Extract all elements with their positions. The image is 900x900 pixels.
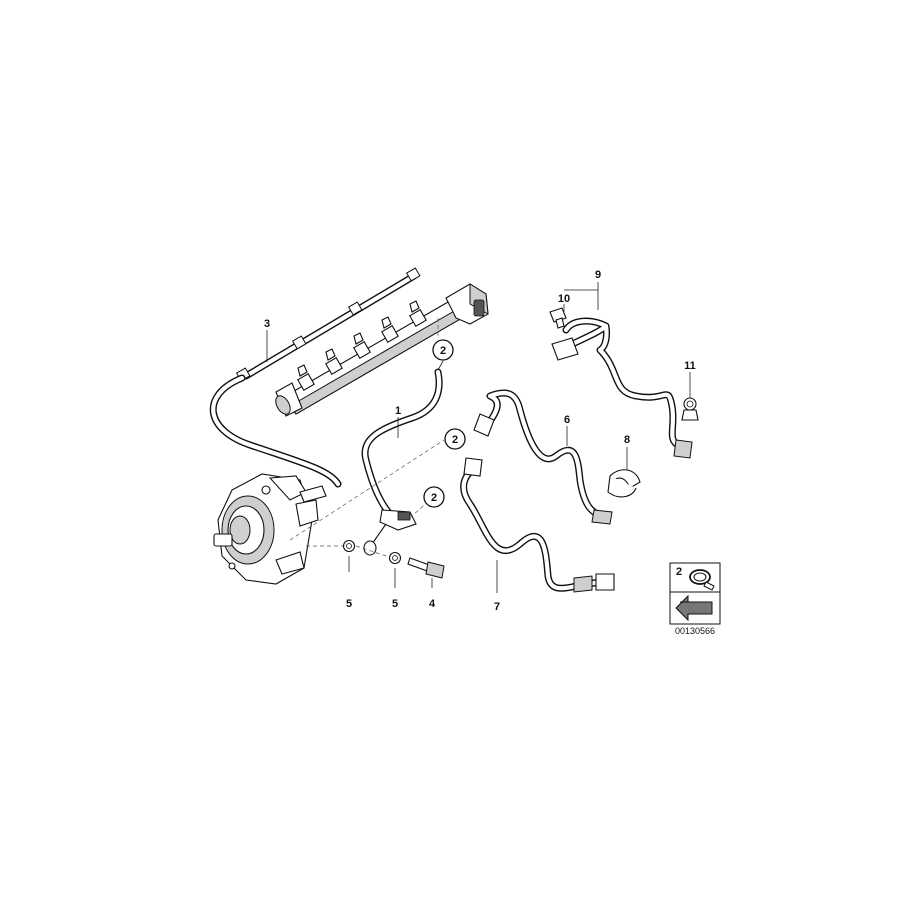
hose-clip	[607, 469, 641, 498]
sealing-ring	[342, 539, 356, 553]
sealing-ring	[388, 551, 402, 565]
callout-5: 5	[392, 598, 398, 610]
hose-clamp-icon	[689, 569, 715, 591]
svg-text:2: 2	[431, 492, 437, 504]
callout-4: 4	[429, 598, 436, 610]
callout-5: 5	[346, 598, 352, 610]
banjo-bolt	[407, 557, 445, 579]
fuel-hose	[551, 317, 693, 459]
legend-label: 2	[676, 566, 682, 578]
high-pressure-pump	[213, 473, 327, 585]
fuel-rail	[275, 283, 489, 417]
assembly-lines	[289, 439, 445, 559]
callout-1: 1	[395, 405, 401, 417]
callout-6: 6	[564, 414, 570, 426]
hose-clip	[681, 397, 699, 421]
fuel-hose	[460, 457, 615, 593]
svg-text:2: 2	[452, 434, 458, 446]
callout-2-circled: 2	[444, 428, 466, 450]
legend-box: 2	[669, 562, 721, 625]
callout-8: 8	[624, 434, 630, 446]
callout-2-circled: 2	[423, 486, 445, 508]
callout-9: 9	[595, 269, 601, 281]
leak-off-line	[209, 267, 421, 488]
callout-2-circled: 2	[432, 339, 454, 361]
diagram-id: 00130566	[675, 626, 715, 636]
leader-lines	[266, 282, 691, 593]
connector	[549, 307, 567, 329]
callout-10: 10	[558, 293, 570, 305]
return-hose	[361, 368, 443, 556]
callout-7: 7	[494, 601, 500, 613]
callout-3: 3	[264, 318, 270, 330]
callout-11: 11	[684, 360, 696, 372]
fuel-hose	[473, 389, 613, 525]
svg-text:2: 2	[440, 345, 446, 357]
arrow-icon	[675, 594, 713, 622]
